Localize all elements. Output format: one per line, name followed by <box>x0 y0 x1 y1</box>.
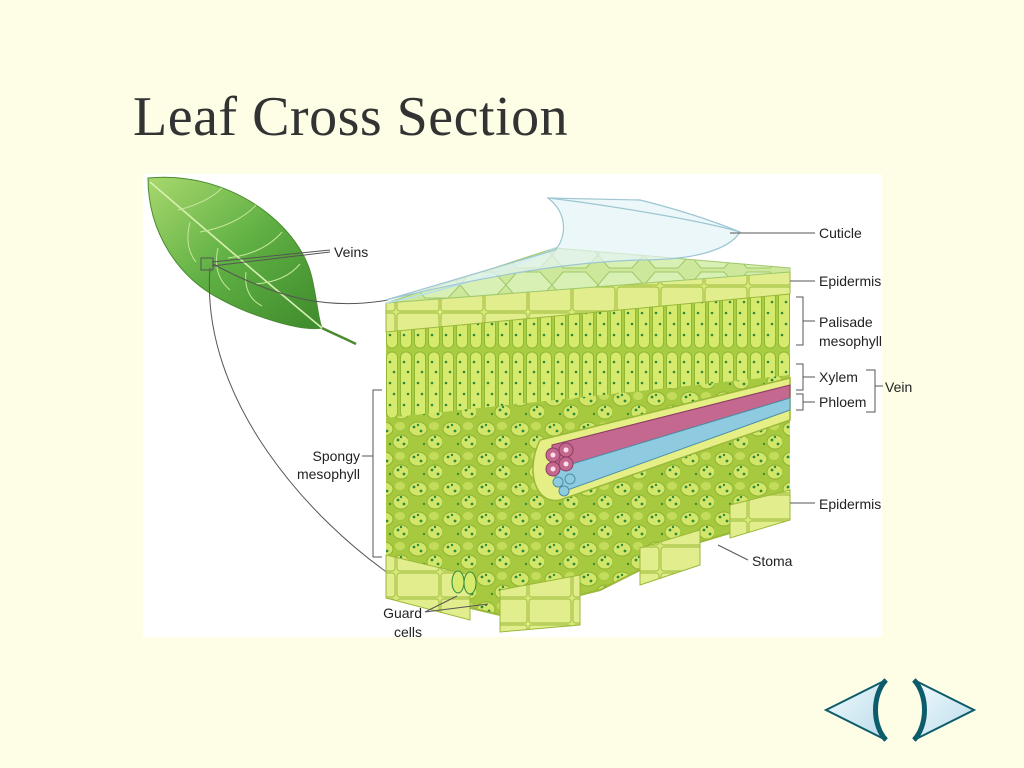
label-spongy-line2: mesophyll <box>296 466 360 482</box>
cuticle-film <box>385 197 741 301</box>
label-stoma: Stoma <box>752 553 793 569</box>
label-xylem: Xylem <box>819 369 858 385</box>
label-cuticle: Cuticle <box>819 225 862 241</box>
label-palisade: Palisade <box>819 314 873 330</box>
leader-lines <box>208 249 396 579</box>
label-veins: Veins <box>334 244 369 260</box>
vein-bundle <box>532 377 791 502</box>
lower-epidermis <box>385 489 791 633</box>
label-guard-cells-line2: cells <box>393 624 422 640</box>
next-arrow-icon <box>912 678 977 742</box>
page-title: Leaf Cross Section <box>133 86 569 148</box>
label-phloem: Phloem <box>819 394 867 410</box>
label-epidermis-lower: Epidermis <box>819 496 882 512</box>
label-leaders <box>362 232 883 613</box>
label-palisade-line2: mesophyll <box>819 333 883 349</box>
next-slide-button[interactable] <box>912 678 977 742</box>
label-epidermis-upper: Epidermis <box>819 273 882 289</box>
prev-slide-button[interactable] <box>823 678 888 742</box>
label-guard-cells: Guard <box>383 605 422 621</box>
prev-arrow-icon <box>823 678 888 742</box>
leaf-illustration <box>147 176 357 346</box>
label-spongy: Spongy <box>312 448 360 464</box>
label-vein: Vein <box>885 379 913 395</box>
